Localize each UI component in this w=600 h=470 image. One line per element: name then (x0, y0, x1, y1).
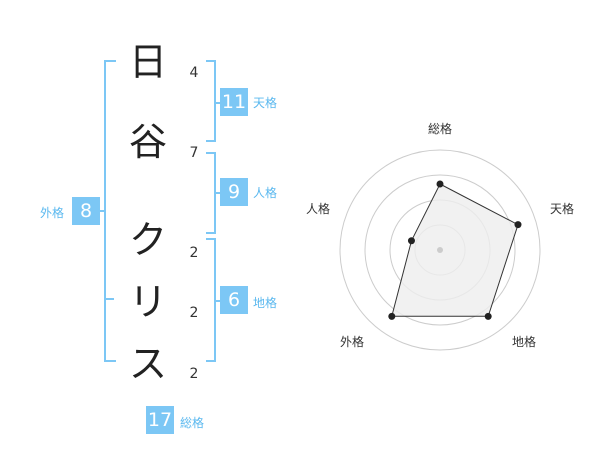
stroke-count-1: 4 (189, 65, 199, 81)
name-char-2: 谷 (128, 120, 167, 164)
radar-center-dot (437, 247, 443, 253)
chikaku-label: 地格 (253, 296, 278, 310)
jinkaku-connector (214, 192, 220, 194)
gaikaku-value: 8 (72, 197, 100, 225)
gaikaku-label: 外格 (40, 206, 65, 220)
radar-point-4 (388, 312, 396, 320)
radar-label-soukaku: 総格 (427, 122, 452, 136)
radar-polygon (391, 183, 519, 317)
radar-grid-ring-3 (364, 174, 516, 326)
jinkaku-label: 人格 (253, 186, 278, 200)
tenkaku-label: 天格 (253, 96, 278, 110)
radar-label-gaikaku: 外格 (339, 335, 364, 349)
name-char-4: リ (128, 280, 167, 324)
stroke-count-4: 2 (189, 305, 199, 321)
radar-point-1 (436, 180, 444, 188)
radar-grid-ring-4 (339, 149, 541, 351)
radar-label-chikaku: 地格 (511, 335, 536, 349)
name-char-5: ス (128, 342, 167, 386)
name-char-1: 日 (128, 40, 167, 84)
gaikaku-bracket (104, 60, 116, 362)
stroke-count-3: 2 (189, 245, 199, 261)
tenkaku-connector (214, 102, 220, 104)
radar-point-3 (484, 312, 492, 320)
radar-point-5 (407, 237, 415, 245)
soukaku-value: 17 (146, 406, 174, 434)
stroke-count-2: 7 (189, 145, 199, 161)
radar-label-tenkaku: 天格 (549, 202, 574, 216)
jinkaku-value: 9 (220, 178, 248, 206)
soukaku-label: 総格 (180, 416, 205, 430)
tenkaku-value: 11 (220, 88, 248, 116)
gaikaku-split-tick (104, 298, 114, 300)
chikaku-connector (214, 300, 220, 302)
name-char-3: ク (128, 218, 167, 262)
chikaku-value: 6 (220, 286, 248, 314)
tenkaku-bracket (206, 60, 216, 142)
radar-label-jinkaku: 人格 (305, 202, 330, 216)
radar-point-2 (514, 221, 522, 229)
stroke-count-5: 2 (189, 366, 199, 382)
